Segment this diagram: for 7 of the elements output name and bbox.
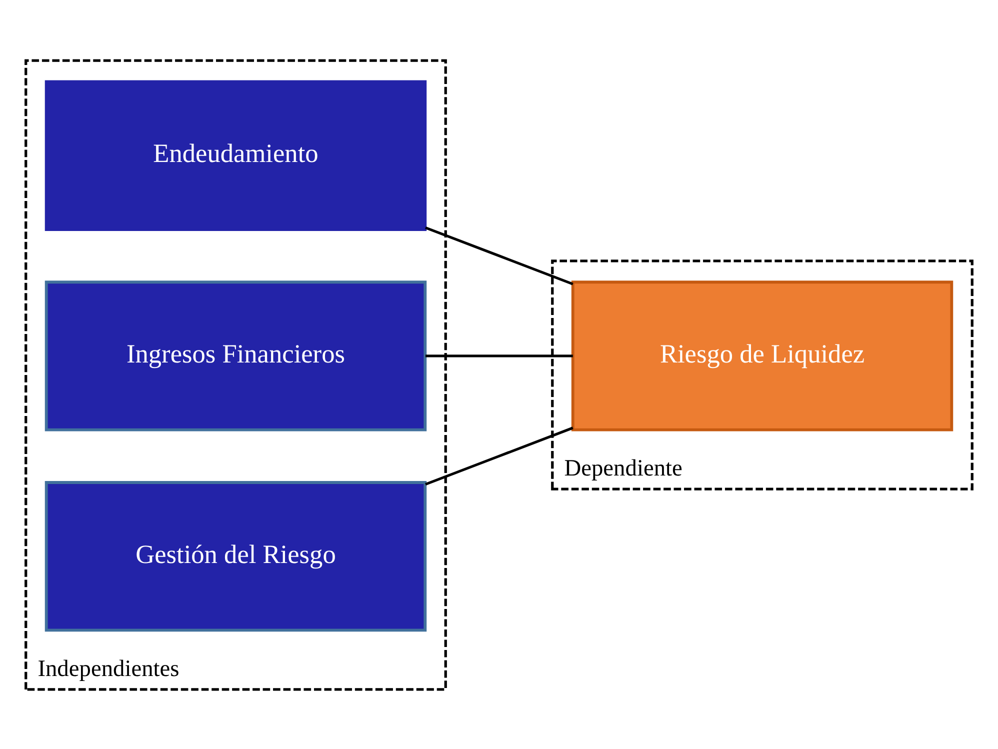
node-box: Endeudamiento: [44, 80, 427, 230]
connector: [425, 226, 574, 285]
node-box: Gestión del Riesgo: [44, 480, 427, 632]
node-box: Riesgo de Liquidez: [571, 280, 954, 431]
node-box: Ingresos Financieros: [44, 280, 427, 431]
connector: [426, 354, 573, 357]
connector: [425, 426, 574, 486]
